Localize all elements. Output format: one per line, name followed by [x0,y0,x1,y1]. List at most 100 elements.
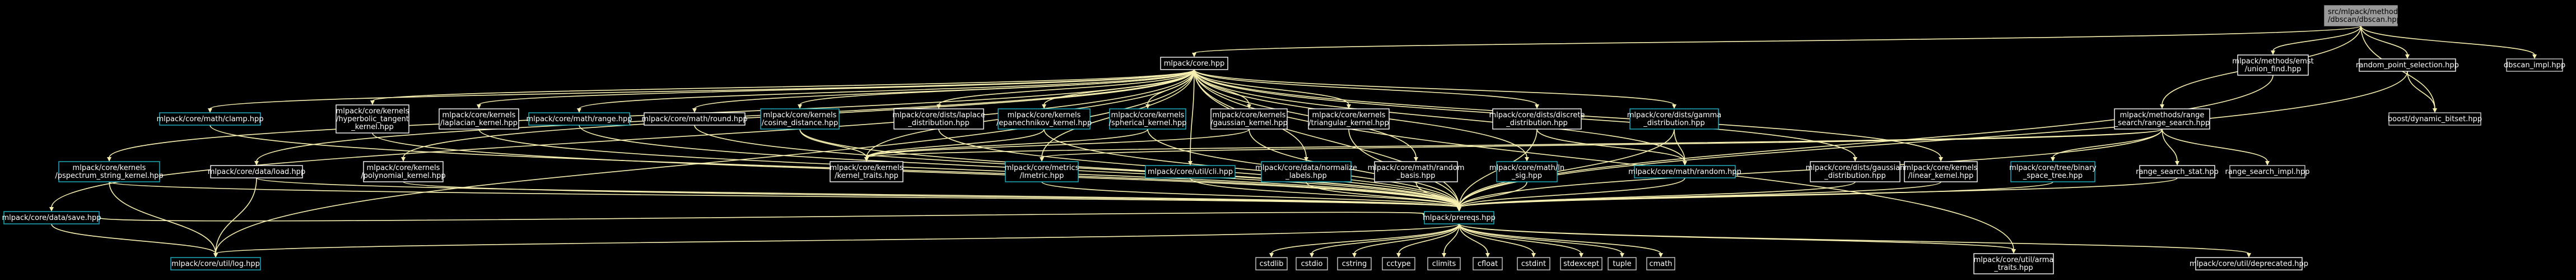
node-label-line: mlpack/core/util/log.hpp [171,260,260,268]
node-box [1560,257,1603,270]
node-cosine[interactable]: mlpack/core/kernels/cosine_distance.hpp [760,108,840,130]
node-label-line: mlpack/core/data/save.hpp [2,214,101,222]
edge-epan-to-ktraits [866,128,1045,158]
node-pspec[interactable]: mlpack/core/kernels/pspectrum_string_ker… [55,161,164,182]
edge-mrand-to-prereqs [1459,177,1685,208]
node-label-line: /hyperbolic_tangent [336,115,409,123]
node-label-line: /pspectrum_string_kernel.hpp [55,172,163,180]
node-box [644,112,746,126]
node-clamp[interactable]: mlpack/core/math/clamp.hpp [157,112,264,126]
node-round[interactable]: mlpack/core/math/round.hpp [641,112,748,126]
edge-prereqs-to-cstring [1354,223,1460,254]
node-cstdint: cstdint [1517,257,1550,270]
node-box [998,108,1091,130]
node-core[interactable]: mlpack/core.hpp [1160,57,1228,70]
edge-prereqs-to-cctype [1398,223,1460,254]
node-label-line: mlpack/core/math/ln [1489,164,1564,172]
node-gaud[interactable]: mlpack/core/dists/gaussian_distribution.… [1806,161,1905,182]
node-tri[interactable]: mlpack/core/kernels/triangular_kernel.hp… [1308,108,1390,130]
node-label-line: range_search_impl.hpp [2225,168,2310,176]
node-box [58,161,160,182]
node-range[interactable]: mlpack/core/math/range.hpp [526,112,632,126]
node-label-line: cmath [1649,260,1672,268]
node-label-line: mlpack/core/util/deprecated.hpp [2190,260,2308,268]
node-label-line: mlpack/core/dists/discrete [1489,111,1585,120]
edge-gauk-to-ktraits [866,128,1250,158]
node-link[interactable]: mlpack/core/kernels/linear_kernel.hpp [1904,161,1978,182]
node-rs[interactable]: mlpack/methods/range_search/range_search… [2114,108,2210,130]
node-epan[interactable]: mlpack/core/kernels/epanechnikov_kernel.… [996,108,1092,130]
node-box [363,161,444,182]
edge-prereqs-to-deprec [1459,223,2249,254]
node-label-line: /dbscan/dbscan.hpp [2328,16,2401,24]
node-label-line: mlpack/core/kernels [1312,111,1386,120]
node-box [1160,57,1228,70]
node-hyper[interactable]: mlpack/core/kernels/hyperbolic_tangent_k… [336,104,409,134]
node-box [1005,161,1079,182]
edge-arrowhead [1347,104,1351,109]
node-normlab[interactable]: mlpack/core/data/normalize_labels.hpp [1255,161,1357,182]
node-stdexcept: stdexcept [1560,257,1603,270]
nodes-layer: src/mlpack/methods/dbscan/dbscan.hpp mlpa… [2,5,2565,274]
edge-emst-to-prereqs [1459,75,2274,208]
node-emst[interactable]: mlpack/methods/emst/union_find.hpp [2232,54,2314,76]
edge-prereqs-to-cmath [1459,223,1661,254]
node-lapd[interactable]: mlpack/core/dists/laplace_distribution.h… [892,108,985,130]
node-label-line: _labels.hpp [1285,172,1327,180]
edge-save-to-prereqs [99,212,1425,222]
node-binary[interactable]: mlpack/core/tree/binary_space_tree.hpp [2009,161,2097,182]
node-cli[interactable]: mlpack/core/util/cli.hpp [1145,165,1236,178]
edge-arrowhead [208,108,212,113]
node-label-line: _distribution.hpp [1824,172,1885,180]
edge-arrowhead [1352,253,1357,258]
node-poly[interactable]: mlpack/core/kernels/polynomial_kernel.hp… [361,161,446,182]
node-label-line: mlpack/core/dists/gamma [1627,111,1722,120]
edge-arrowhead [1188,161,1192,166]
edge-prereqs-to-cstdlib [1271,223,1460,254]
node-lmetric[interactable]: mlpack/core/metrics/lmetric.hpp [1005,161,1079,182]
node-label-line: cstdint [1521,260,1546,268]
edge-root-to-emst [2272,25,2361,52]
edge-pspec-to-log [109,181,216,254]
node-impl: dbscan_impl.hpp [2504,58,2565,72]
node-box [159,112,261,126]
edge-pspec-to-prereqs [109,181,1460,208]
edge-arrowhead [370,100,375,105]
node-box [1496,161,1558,182]
node-disc[interactable]: mlpack/core/dists/discrete_distribution.… [1489,108,1585,130]
node-prereqs[interactable]: mlpack/prereqs.hpp [1423,211,1496,224]
node-box [1109,108,1186,130]
node-deprec[interactable]: mlpack/core/util/deprecated.hpp [2190,257,2308,270]
node-load[interactable]: mlpack/core/data/load.hpp [208,165,305,178]
edge-load-to-prereqs [256,177,1460,208]
edge-arrowhead [1269,253,1274,258]
node-box [2229,165,2305,178]
node-label-line: /gaussian_kernel.hpp [1210,119,1288,127]
node-label-line: mlpack/core/data/load.hpp [208,168,305,176]
node-box [1210,108,1288,130]
node-box [1608,257,1637,270]
node-rbasis[interactable]: mlpack/core/math/random_basis.hpp [1368,161,1465,182]
node-box [1973,253,2054,274]
node-save[interactable]: mlpack/core/data/save.hpp [2,211,101,224]
node-label-line: mlpack/prereqs.hpp [1423,214,1496,222]
node-ktraits[interactable]: mlpack/core/kernels/kernel_traits.hpp [830,161,903,182]
node-arma[interactable]: mlpack/core/util/arma_traits.hpp [1973,253,2054,274]
edge-arrowhead [1535,104,1539,109]
node-rps[interactable]: random_point_selection.hpp [2356,58,2459,72]
edge-arrowhead [1485,253,1490,258]
node-gamma[interactable]: mlpack/core/dists/gamma_distribution.hpp [1627,108,1722,130]
node-mrand[interactable]: mlpack/core/math/random.hpp [1628,165,1741,178]
node-rsstat[interactable]: range_search_stat.hpp [2136,165,2219,178]
edge-arrowhead [477,104,481,109]
edge-arrowhead [1396,253,1401,258]
node-gauk[interactable]: mlpack/core/kernels/gaussian_kernel.hpp [1210,108,1288,130]
node-sph[interactable]: mlpack/core/kernels/spherical_kernel.hpp [1109,108,1187,130]
node-lnsig[interactable]: mlpack/core/math/ln_sig.hpp [1489,161,1564,182]
node-log[interactable]: mlpack/core/util/log.hpp [170,257,261,270]
node-lapk[interactable]: mlpack/core/kernels/laplacian_kernel.hpp [439,108,519,130]
node-box [439,108,519,130]
node-label-line: mlpack/core/kernels [336,107,409,116]
edge-rs-to-ktraits [866,128,2163,158]
node-root[interactable]: src/mlpack/methods/dbscan/dbscan.hpp [2324,5,2402,26]
